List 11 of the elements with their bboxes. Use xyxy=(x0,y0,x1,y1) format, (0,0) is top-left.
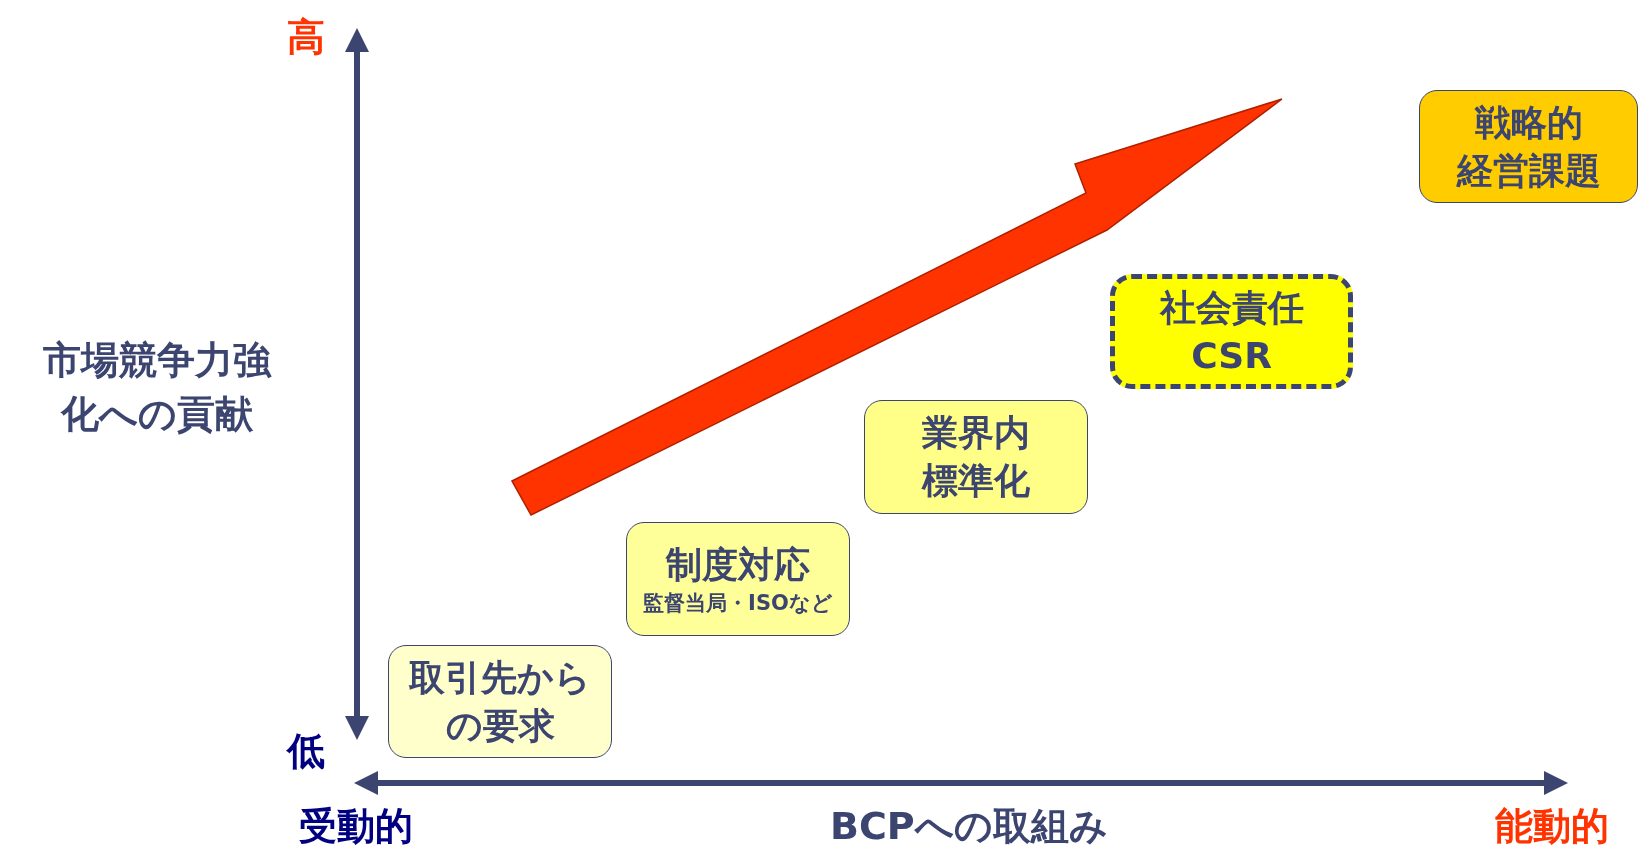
axis-label: 低 xyxy=(287,727,325,775)
axis-label: 能動的 xyxy=(1495,802,1609,850)
axis-title: 市場競争力強化への貢献 xyxy=(42,337,273,438)
axis-title: BCPへの取組み xyxy=(830,802,1108,850)
dashed-box: 社会責任 CSR xyxy=(1110,274,1353,389)
text-box: 取引先からの要求 xyxy=(388,645,612,758)
text-box: 戦略的経営課題 xyxy=(1419,90,1638,203)
axis-label: 高 xyxy=(287,13,325,61)
text-box: 制度対応 監督当局・ISOなど xyxy=(626,522,850,636)
axis-label: 受動的 xyxy=(299,802,413,850)
text-box: 業界内標準化 xyxy=(864,400,1088,514)
